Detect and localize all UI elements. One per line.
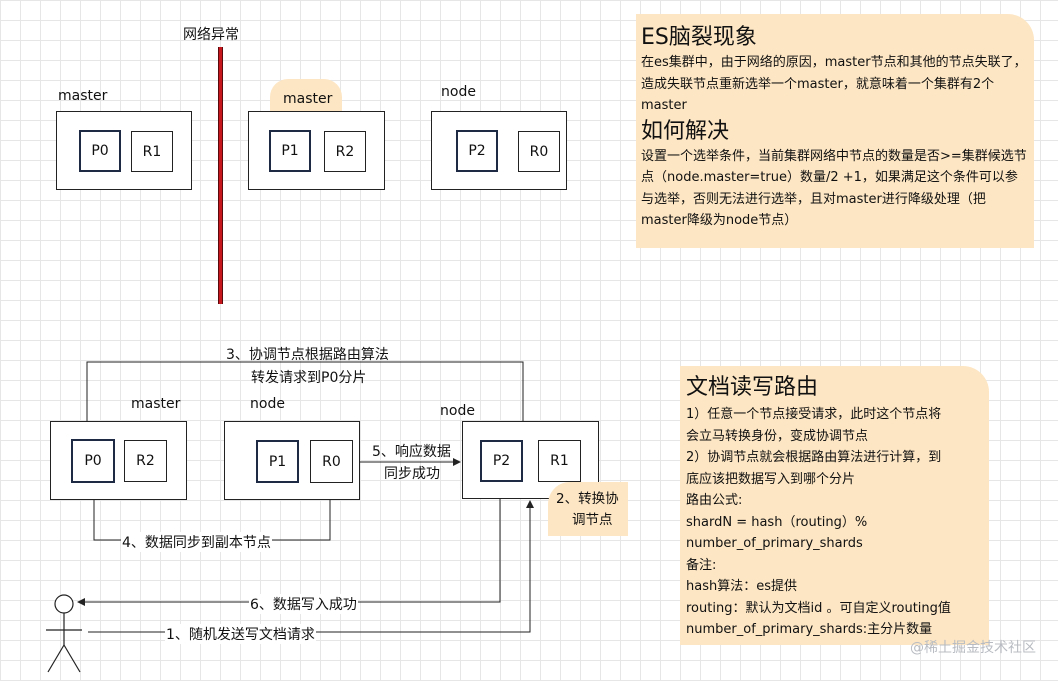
step5-label-line1: 5、响应数据 (372, 444, 451, 460)
network-error-label: 网络异常 (183, 27, 239, 43)
split-brain-body: 在es集群中，由于网络的原因，master节点和其他的节点失联了，造成失联节点重… (641, 55, 1027, 113)
cluster-label: node (440, 403, 475, 419)
routing-line: shardN = hash（routing）% (686, 514, 868, 530)
routing-note: 文档读写路由 1）任意一个节点接受请求，此时这个节点将 会立马转换身份，变成协调… (680, 366, 989, 645)
step1-label: 1、随机发送写文档请求 (165, 624, 316, 644)
primary-shard: P1 (269, 130, 311, 172)
step5-label-line2: 同步成功 (384, 466, 440, 482)
watermark: @稀土掘金技术社区 (910, 640, 1036, 656)
routing-line: 会立马转换身份，变成协调节点 (686, 428, 869, 444)
primary-shard: P1 (256, 440, 299, 483)
routing-line: routing：默认为文档id 。可自定义routing值 (686, 600, 951, 616)
coordinator-tag: 2、转换协 调节点 (548, 482, 628, 536)
replica-shard: R2 (124, 440, 167, 482)
replica-shard: R0 (518, 131, 560, 172)
routing-line: hash算法：es提供 (686, 579, 797, 594)
step2-label-line1: 2、转换协 (556, 491, 619, 507)
replica-shard: R0 (310, 440, 353, 483)
network-partition-line (218, 47, 223, 304)
routing-line: 路由公式: (686, 493, 743, 508)
user-icon (46, 594, 82, 673)
step3-route-arrow (83, 361, 524, 439)
primary-shard: P2 (480, 440, 523, 482)
cluster-label: master (131, 396, 181, 412)
routing-line: 备注: (686, 557, 717, 573)
step6-success-arrow (77, 498, 501, 606)
primary-shard: P2 (456, 130, 498, 172)
solution-body: 设置一个选举条件，当前集群网络中节点的数量是否>=集群候选节点（node.mas… (641, 148, 1027, 229)
solution-title: 如何解决 (641, 118, 730, 144)
split-brain-title: ES脑裂现象 (641, 25, 757, 50)
primary-shard: P0 (71, 439, 115, 483)
routing-line: 底应该把数据写入到哪个分片 (686, 471, 856, 487)
replica-shard: R1 (538, 440, 581, 482)
cluster-label: master (58, 88, 108, 104)
step3-label-line1: 3、协调节点根据路由算法 (226, 347, 389, 363)
primary-shard: P0 (79, 130, 121, 172)
cluster-label: node (250, 396, 285, 412)
step4-label: 4、数据同步到副本节点 (121, 532, 272, 552)
routing-line: number_of_primary_shards:主分片数量 (686, 622, 933, 637)
step2-label-line2: 调节点 (572, 512, 613, 528)
step6-label: 6、数据写入成功 (249, 594, 358, 614)
cluster-label: node (441, 84, 476, 100)
replica-shard: R2 (324, 131, 366, 172)
step3-label-line2: 转发请求到P0分片 (251, 370, 367, 386)
routing-title: 文档读写路由 (686, 375, 819, 400)
routing-line: 2）协调节点就会根据路由算法进行计算，到 (686, 450, 942, 465)
replica-shard: R1 (131, 131, 173, 172)
routing-line: 1）任意一个节点接受请求，此时这个节点将 (686, 407, 942, 422)
split-brain-note: ES脑裂现象 在es集群中，由于网络的原因，master节点和其他的节点失联了，… (636, 14, 1034, 248)
routing-line: number_of_primary_shards (686, 536, 863, 551)
